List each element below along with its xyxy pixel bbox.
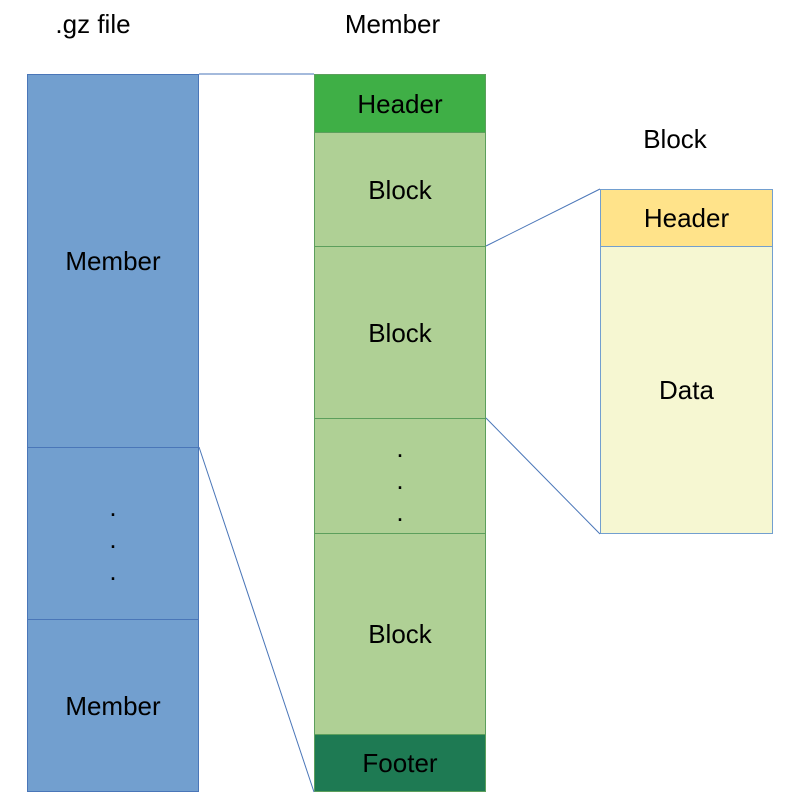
block-header: Header	[600, 189, 773, 247]
member-footer: Footer	[314, 734, 486, 792]
member-ellipsis-dot-1: .	[396, 433, 404, 463]
member-footer-label: Footer	[362, 748, 438, 778]
member-ellipsis-dot-2: .	[396, 465, 404, 495]
gz-member-2: Member	[27, 619, 199, 792]
gz-member-1-label: Member	[65, 246, 161, 276]
gz-ellipsis-dot-2: .	[109, 523, 117, 554]
gz-ellipsis-dot-1: .	[109, 491, 117, 522]
member-title: Member	[344, 9, 441, 39]
member-block-1-label: Block	[368, 174, 432, 205]
connector-member-bottom	[198, 446, 315, 793]
block-header-label: Header	[643, 203, 730, 233]
block-data: Data	[600, 246, 773, 534]
member-header: Header	[314, 74, 486, 133]
member-block-3-label: Block	[368, 619, 432, 649]
member-ellipsis: . . .	[314, 418, 486, 534]
gz-ellipsis: . . .	[27, 447, 199, 620]
member-block-3: Block	[314, 533, 486, 735]
member-header-label: Header	[357, 88, 443, 119]
member-block-1: Block	[314, 132, 486, 247]
member-block-2-label: Block	[368, 317, 432, 348]
block-title: Block	[643, 124, 707, 154]
gz-ellipsis-dot-3: .	[109, 555, 117, 586]
block-data-label: Data	[659, 375, 714, 405]
member-block-2: Block	[314, 246, 486, 419]
gz-member-2-label: Member	[65, 690, 161, 721]
connector-block-top	[485, 188, 601, 247]
member-ellipsis-dot-3: .	[396, 497, 404, 527]
gz-member-1: Member	[27, 74, 199, 448]
connector-block-bottom	[485, 417, 601, 535]
gz-file-title: .gz file	[55, 9, 131, 39]
